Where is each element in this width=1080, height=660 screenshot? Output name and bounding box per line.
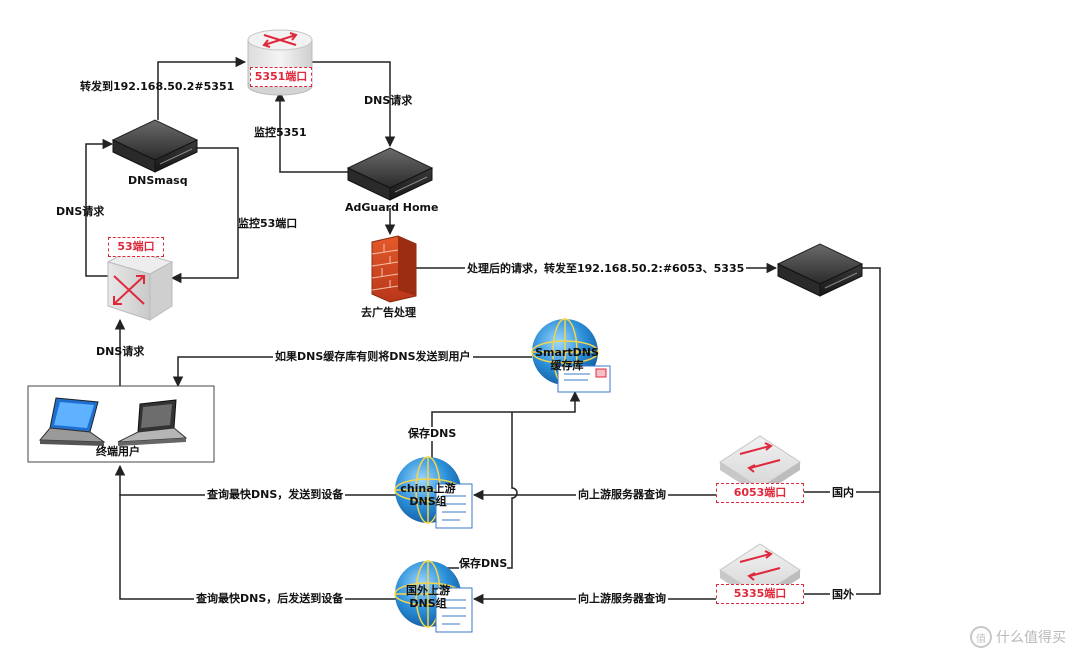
port-5335-label: 5335端口: [716, 584, 804, 604]
switch-arrows-icon: [739, 550, 781, 581]
port-53-label: 53端口: [108, 237, 164, 257]
end-users-label: 终端用户: [96, 445, 140, 458]
foreign-group-label-line2: DNS组: [409, 597, 447, 610]
firewall-label: 去广告处理: [361, 306, 416, 319]
edge-label-cache-to-user: 如果DNS缓存库有则将DNS发送到用户: [273, 350, 473, 364]
edge-server-ports: [804, 267, 881, 595]
smartdns-label: SmartDNS 缓存库: [535, 346, 599, 372]
edge-label-fastest-foreign: 查询最快DNS，后发送到设备: [194, 592, 346, 606]
edge-label-forward-5351: 转发到192.168.50.2#5351: [80, 80, 235, 93]
edge-label-save-dns-foreign: 保存DNS: [459, 557, 508, 571]
port-5351-label: 5351端口: [250, 67, 312, 87]
laptop-blue-icon: [38, 397, 106, 446]
edge-label-save-dns-china: 保存DNS: [408, 427, 457, 441]
foreign-group-label: 国外上游 DNS组: [390, 584, 466, 610]
china-group-label-line2: DNS组: [409, 495, 447, 508]
edge-save-dns-foreign: [435, 412, 518, 569]
edge-fastest-foreign: [119, 495, 400, 600]
china-group-label-line1: china上游: [400, 482, 456, 495]
foreign-group-label-line1: 国外上游: [406, 584, 450, 597]
china-globe-icon: [394, 456, 473, 529]
dnsmasq-label: DNSmasq: [128, 174, 188, 187]
edge-label-dns-request-left: DNS请求: [56, 205, 105, 218]
adguard-server-icon: [346, 147, 434, 201]
edge-label-domestic: 国内: [830, 486, 856, 500]
dnsmasq-server-icon: [111, 119, 199, 173]
router-arrows-icon: [262, 32, 298, 48]
edge-dns-request-right: [312, 61, 396, 148]
end-users-box: [27, 385, 215, 463]
firewall-icon: [371, 235, 417, 303]
edge-dns-request-left: [85, 138, 114, 277]
document-icon: [435, 587, 473, 633]
connectors: [85, 56, 881, 605]
foreign-globe-icon: [394, 560, 473, 633]
smartdns-label-line2: 缓存库: [550, 359, 584, 372]
router-arrows-icon: [113, 275, 145, 305]
smartdns-label-line1: SmartDNS: [535, 346, 599, 359]
edge-forward-5351: [157, 56, 247, 120]
watermark: 值 什么值得买: [970, 626, 1066, 648]
document-icon: [435, 483, 473, 529]
switch-arrows-icon: [739, 442, 781, 473]
edge-monitor-5351: [274, 90, 350, 173]
upstream-server-icon: [776, 243, 864, 297]
router-53: [106, 249, 174, 321]
edge-label-processed-forward: 处理后的请求，转发至192.168.50.2:#6053、5335: [465, 262, 747, 276]
edge-label-dns-request-bottom: DNS请求: [96, 345, 145, 358]
port-6053-label: 6053端口: [716, 483, 804, 503]
envelope-icon: [557, 365, 611, 393]
edge-label-upstream-foreign: 向上游服务器查询: [576, 592, 668, 606]
edge-label-dns-request-right: DNS请求: [364, 94, 413, 107]
edge-label-monitor-5351: 监控5351: [254, 126, 307, 139]
adguard-label: AdGuard Home: [345, 201, 439, 214]
watermark-icon: 值: [970, 626, 992, 648]
china-group-label: china上游 DNS组: [390, 482, 466, 508]
watermark-text: 什么值得买: [996, 630, 1066, 646]
edge-label-fastest-china: 查询最快DNS，发送到设备: [205, 488, 346, 502]
edge-label-monitor-53: 监控53端口: [238, 217, 298, 230]
edge-monitor-53: [170, 147, 239, 284]
laptop-gray-icon: [117, 399, 188, 446]
edge-label-upstream-china: 向上游服务器查询: [576, 488, 668, 502]
smartdns-globe-icon: [531, 318, 611, 393]
edge-label-overseas: 国外: [830, 588, 856, 602]
